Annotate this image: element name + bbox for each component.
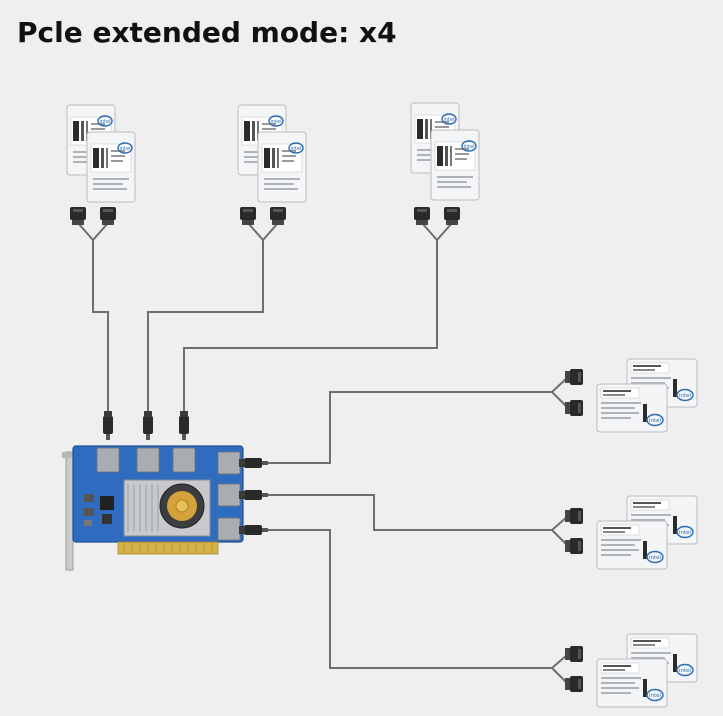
cable-connector-icon bbox=[565, 646, 583, 662]
cable-right-1 bbox=[268, 391, 552, 464]
cooling-fan-icon bbox=[159, 483, 205, 529]
cable-connector-icon bbox=[565, 508, 583, 524]
ssd-drive-icon bbox=[430, 129, 480, 201]
cable-connector-icon bbox=[100, 207, 116, 225]
cable-connector-icon bbox=[103, 411, 113, 440]
ssd-pair-right-1 bbox=[596, 358, 698, 433]
cable-split-right-3 bbox=[550, 653, 569, 685]
pcie-expansion-card-icon bbox=[62, 445, 244, 571]
cable-connector-icon bbox=[565, 676, 583, 692]
ssd-pair-top-2 bbox=[237, 104, 307, 203]
ssd-drive-icon bbox=[596, 383, 668, 433]
ssd-drive-icon bbox=[596, 520, 668, 570]
cable-top-2 bbox=[147, 240, 264, 412]
cable-right-3 bbox=[268, 529, 552, 669]
cable-top-3 bbox=[183, 240, 438, 412]
cable-connector-icon bbox=[444, 207, 460, 225]
cable-connector-icon bbox=[239, 490, 268, 500]
cable-split-right-1 bbox=[550, 376, 569, 409]
cable-split-top-3 bbox=[421, 222, 453, 242]
cable-connector-icon bbox=[565, 369, 583, 385]
cable-split-top-1 bbox=[77, 222, 109, 242]
ssd-pair-right-3 bbox=[596, 633, 698, 708]
ssd-pair-top-3 bbox=[410, 102, 480, 201]
ssd-drive-icon bbox=[257, 131, 307, 203]
ssd-drive-icon bbox=[596, 658, 668, 708]
cable-connector-icon bbox=[270, 207, 286, 225]
cable-connector-icon bbox=[143, 411, 153, 440]
ssd-drive-icon bbox=[86, 131, 136, 203]
cable-connector-icon bbox=[70, 207, 86, 225]
cable-connector-icon bbox=[565, 400, 583, 416]
cable-split-right-2 bbox=[550, 515, 569, 547]
connectors-right bbox=[565, 369, 583, 692]
cable-right-2 bbox=[268, 494, 552, 531]
cable-split-top-2 bbox=[247, 222, 279, 242]
cable-connector-icon bbox=[240, 207, 256, 225]
cable-top-1 bbox=[92, 240, 109, 412]
connectors-top bbox=[70, 207, 460, 225]
cable-connector-icon bbox=[565, 538, 583, 554]
cable-connector-icon bbox=[414, 207, 430, 225]
page-title: Pcle extended mode: x4 bbox=[17, 16, 397, 49]
cable-paths bbox=[77, 222, 569, 685]
cable-connector-icon bbox=[239, 525, 268, 535]
cable-connector-icon bbox=[239, 458, 268, 468]
cable-connector-icon bbox=[179, 411, 189, 440]
ssd-pair-right-2 bbox=[596, 495, 698, 570]
ssd-pair-top-1 bbox=[66, 104, 136, 203]
